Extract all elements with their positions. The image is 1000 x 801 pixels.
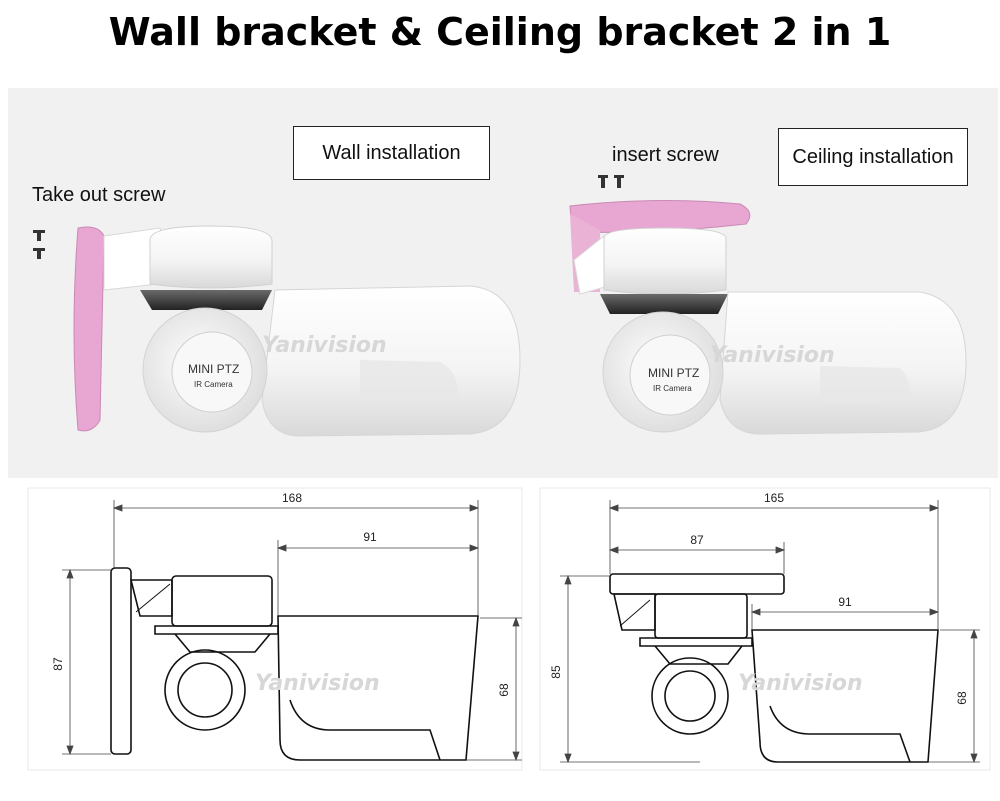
wall-dimension-lines	[62, 500, 522, 762]
dim-total-height: 85	[549, 665, 563, 679]
page-title: Wall bracket & Ceiling bracket 2 in 1	[108, 10, 892, 54]
wall-installation-label: Wall installation	[293, 126, 490, 180]
watermark-text: Yanivision	[710, 343, 835, 368]
insert-screw-label: insert screw	[612, 144, 719, 166]
camera-subtitle-text: IR Camera	[194, 380, 233, 389]
wall-install-camera: MINI PTZ IR Camera Yanivision	[33, 225, 521, 437]
ceiling-install-camera: MINI PTZ IR Camera Yanivision	[569, 175, 967, 435]
take-out-screw-label: Take out screw	[32, 184, 166, 206]
camera-model-text: MINI PTZ	[648, 366, 699, 380]
screw-icon	[33, 230, 45, 259]
dim-body-height: 68	[955, 691, 969, 705]
watermark-text: Yanivision	[738, 671, 863, 696]
watermark-text: Yanivision	[255, 671, 380, 696]
camera-subtitle-text: IR Camera	[653, 384, 692, 393]
ceiling-installation-label: Ceiling installation	[778, 128, 968, 186]
dim-overall-width: 165	[764, 491, 784, 505]
camera-model-text: MINI PTZ	[188, 362, 239, 376]
dim-overall-width: 168	[282, 491, 302, 505]
ceiling-dimension-drawing	[609, 573, 939, 763]
dim-bracket-width: 87	[690, 533, 704, 547]
watermark-text: Yanivision	[262, 333, 387, 358]
dim-body-width: 91	[363, 530, 377, 544]
dim-total-height: 87	[51, 657, 65, 671]
dim-body-height: 68	[497, 683, 511, 697]
wall-bracket	[73, 226, 105, 432]
wall-dimension-drawing	[110, 567, 479, 761]
dim-body-width: 91	[838, 595, 852, 609]
ceiling-dimension-lines	[560, 500, 980, 764]
screw-icon	[598, 175, 624, 188]
